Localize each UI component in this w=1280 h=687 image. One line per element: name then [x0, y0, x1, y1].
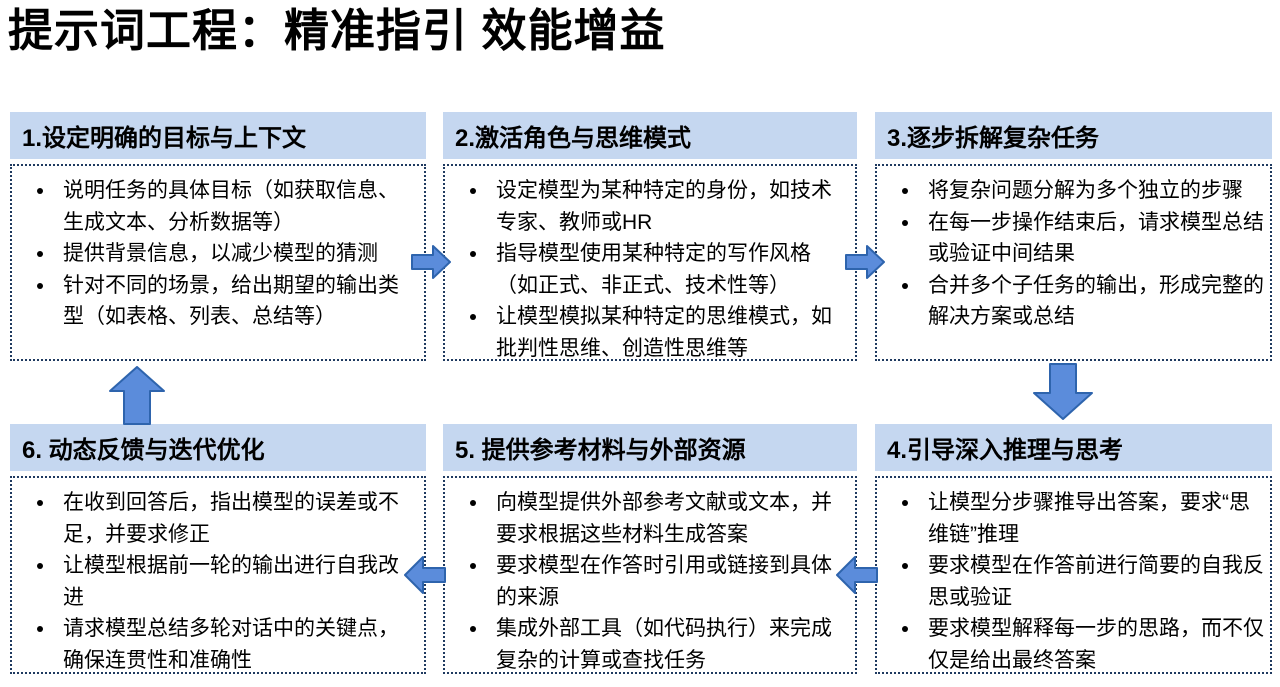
arrow-up-icon-6-to-1: [109, 366, 165, 425]
bullet-item: 在每一步操作结束后，请求模型总结或验证中间结果: [921, 207, 1264, 270]
step-box-5-body: 向模型提供外部参考文献或文本，并要求根据这些材料生成答案 要求模型在作答时引用或…: [443, 476, 857, 674]
bullet-item: 要求模型在作答时引用或链接到具体的来源: [489, 550, 849, 613]
step-box-6: 6. 动态反馈与迭代优化 在收到回答后，指出模型的误差或不足，并要求修正 让模型…: [10, 424, 426, 674]
step-box-1-body: 说明任务的具体目标（如获取信息、生成文本、分析数据等） 提供背景信息，以减少模型…: [10, 164, 426, 361]
bullet-list: 设定模型为某种特定的身份，如技术专家、教师或HR 指导模型使用某种特定的写作风格…: [445, 175, 855, 359]
bullet-item: 在收到回答后，指出模型的误差或不足，并要求修正: [56, 487, 418, 550]
bullet-item: 合并多个子任务的输出，形成完整的解决方案或总结: [921, 270, 1264, 333]
bullet-item: 提供背景信息，以减少模型的猜测: [56, 238, 418, 270]
bullet-item: 向模型提供外部参考文献或文本，并要求根据这些材料生成答案: [489, 487, 849, 550]
step-box-2: 2.激活角色与思维模式 设定模型为某种特定的身份，如技术专家、教师或HR 指导模…: [443, 112, 857, 361]
bullet-item: 针对不同的场景，给出期望的输出类型（如表格、列表、总结等）: [56, 270, 418, 333]
bullet-item: 让模型根据前一轮的输出进行自我改进: [56, 550, 418, 613]
bullet-list: 让模型分步骤推导出答案，要求“思维链”推理 要求模型在作答前进行简要的自我反思或…: [877, 487, 1270, 672]
step-box-5: 5. 提供参考材料与外部资源 向模型提供外部参考文献或文本，并要求根据这些材料生…: [443, 424, 857, 674]
step-box-3: 3.逐步拆解复杂任务 将复杂问题分解为多个独立的步骤 在每一步操作结束后，请求模…: [875, 112, 1272, 361]
page-title: 提示词工程：精准指引 效能增益: [8, 5, 666, 56]
bullet-list: 在收到回答后，指出模型的误差或不足，并要求修正 让模型根据前一轮的输出进行自我改…: [12, 487, 424, 672]
bullet-item: 让模型模拟某种特定的思维模式，如批判性思维、创造性思维等: [489, 301, 849, 359]
bullet-item: 要求模型解释每一步的思路，而不仅仅是给出最终答案: [921, 613, 1264, 672]
step-box-3-header: 3.逐步拆解复杂任务: [875, 112, 1272, 159]
step-box-6-header: 6. 动态反馈与迭代优化: [10, 424, 426, 471]
bullet-item: 指导模型使用某种特定的写作风格（如正式、非正式、技术性等）: [489, 238, 849, 301]
step-box-3-body: 将复杂问题分解为多个独立的步骤 在每一步操作结束后，请求模型总结或验证中间结果 …: [875, 164, 1272, 361]
step-box-5-header: 5. 提供参考材料与外部资源: [443, 424, 857, 471]
step-box-2-body: 设定模型为某种特定的身份，如技术专家、教师或HR 指导模型使用某种特定的写作风格…: [443, 164, 857, 361]
bullet-item: 请求模型总结多轮对话中的关键点，确保连贯性和准确性: [56, 613, 418, 672]
bullet-list: 说明任务的具体目标（如获取信息、生成文本、分析数据等） 提供背景信息，以减少模型…: [12, 175, 424, 333]
step-box-1-header: 1.设定明确的目标与上下文: [10, 112, 426, 159]
arrow-right-icon-1-to-2: [411, 245, 451, 279]
bullet-list: 向模型提供外部参考文献或文本，并要求根据这些材料生成答案 要求模型在作答时引用或…: [445, 487, 855, 672]
step-box-6-body: 在收到回答后，指出模型的误差或不足，并要求修正 让模型根据前一轮的输出进行自我改…: [10, 476, 426, 674]
step-box-4-body: 让模型分步骤推导出答案，要求“思维链”推理 要求模型在作答前进行简要的自我反思或…: [875, 476, 1272, 674]
arrow-down-icon-3-to-4: [1033, 363, 1093, 420]
bullet-item: 设定模型为某种特定的身份，如技术专家、教师或HR: [489, 175, 849, 238]
bullet-item: 说明任务的具体目标（如获取信息、生成文本、分析数据等）: [56, 175, 418, 238]
arrow-right-icon-2-to-3: [845, 245, 885, 279]
arrow-left-icon-5-to-6: [404, 556, 446, 594]
arrow-left-icon-4-to-5: [836, 556, 878, 594]
bullet-list: 将复杂问题分解为多个独立的步骤 在每一步操作结束后，请求模型总结或验证中间结果 …: [877, 175, 1270, 333]
bullet-item: 让模型分步骤推导出答案，要求“思维链”推理: [921, 487, 1264, 550]
step-box-4: 4.引导深入推理与思考 让模型分步骤推导出答案，要求“思维链”推理 要求模型在作…: [875, 424, 1272, 674]
step-box-4-header: 4.引导深入推理与思考: [875, 424, 1272, 471]
bullet-item: 要求模型在作答前进行简要的自我反思或验证: [921, 550, 1264, 613]
step-box-2-header: 2.激活角色与思维模式: [443, 112, 857, 159]
bullet-item: 集成外部工具（如代码执行）来完成复杂的计算或查找任务: [489, 613, 849, 672]
bullet-item: 将复杂问题分解为多个独立的步骤: [921, 175, 1264, 207]
step-box-1: 1.设定明确的目标与上下文 说明任务的具体目标（如获取信息、生成文本、分析数据等…: [10, 112, 426, 361]
